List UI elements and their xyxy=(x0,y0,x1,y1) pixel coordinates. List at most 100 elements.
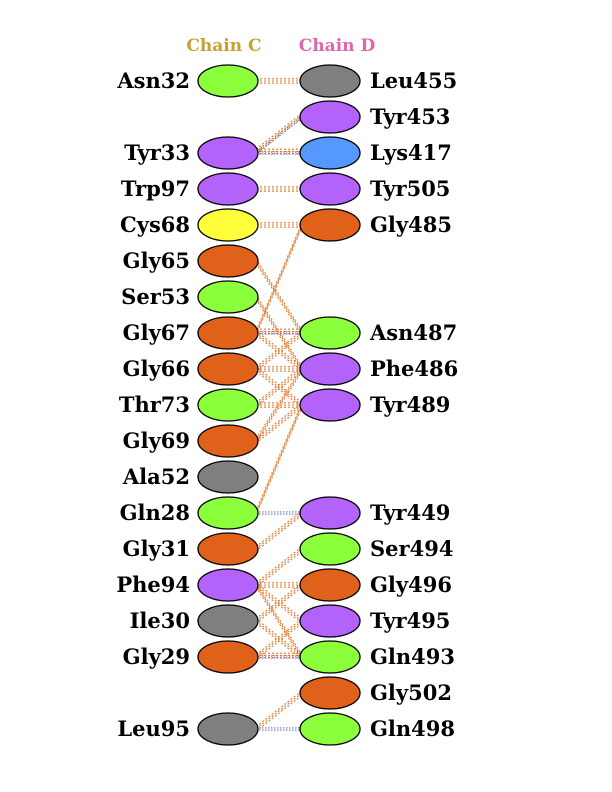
interaction-strand xyxy=(255,512,303,550)
interaction-strand xyxy=(255,584,303,658)
interaction-tyr33-tyr453-contact xyxy=(255,112,303,155)
residue-label-tyr495: Tyr495 xyxy=(370,608,450,633)
interaction-phe94-ser494-contact xyxy=(255,546,303,588)
residue-node-asn32 xyxy=(197,64,259,98)
interaction-leu95-gln498-hbond xyxy=(256,727,302,731)
residue-label-tyr453: Tyr453 xyxy=(370,104,450,129)
interaction-gln28-tyr489-contact xyxy=(255,402,303,516)
interaction-strand xyxy=(255,222,303,332)
residue-node-gly31 xyxy=(197,532,259,566)
interaction-strand xyxy=(255,406,303,444)
interaction-thr73-tyr489-contact xyxy=(256,402,302,408)
interaction-trp97-tyr505-contact xyxy=(256,186,302,192)
residue-label-gly69: Gly69 xyxy=(123,428,190,453)
interaction-strand xyxy=(255,366,303,440)
interaction-strand xyxy=(255,582,303,620)
residue-node-tyr33 xyxy=(197,136,259,170)
interaction-strand xyxy=(255,690,303,728)
interaction-asn32-leu455-contact xyxy=(256,78,302,84)
residue-node-tyr453 xyxy=(299,100,361,134)
residue-label-phe486: Phe486 xyxy=(370,356,458,381)
interaction-phe94-gly496-contact xyxy=(256,582,302,588)
interaction-strand xyxy=(255,330,303,368)
interaction-strand xyxy=(255,368,303,442)
chain-d-residues: Leu455Tyr453Lys417Tyr505Gly485Asn487Phe4… xyxy=(299,64,458,746)
interaction-strand xyxy=(255,112,303,150)
residue-label-ser53: Ser53 xyxy=(121,284,190,309)
residue-label-cys68: Cys68 xyxy=(120,212,190,237)
residue-label-gly66: Gly66 xyxy=(123,356,190,381)
residue-node-ser53 xyxy=(197,280,259,314)
interaction-strand xyxy=(255,298,303,372)
residue-label-gln28: Gln28 xyxy=(120,500,190,525)
interaction-gln28-tyr449-hbond xyxy=(256,511,302,515)
residue-label-phe94: Phe94 xyxy=(116,572,190,597)
residue-node-gly67 xyxy=(197,316,259,350)
residue-label-gly67: Gly67 xyxy=(123,320,190,345)
chain-c-residues: Asn32Tyr33Trp97Cys68Gly65Ser53Gly67Gly66… xyxy=(116,64,259,746)
residue-label-thr73: Thr73 xyxy=(119,392,190,417)
interaction-phe94-gln493-contact xyxy=(255,582,303,660)
residue-node-gly502 xyxy=(299,676,361,710)
interaction-strand xyxy=(255,402,303,512)
residue-label-leu95: Leu95 xyxy=(117,716,190,741)
interaction-gly67-asn487-hbond xyxy=(256,331,302,335)
residue-node-lys417 xyxy=(299,136,361,170)
residue-label-trp97: Trp97 xyxy=(121,176,190,201)
interaction-thr73-phe486-contact xyxy=(255,366,303,408)
interaction-strand xyxy=(255,546,303,584)
interaction-strand xyxy=(255,117,303,155)
interaction-strand xyxy=(255,368,303,406)
residue-label-ile30: Ile30 xyxy=(130,608,190,633)
interaction-gly31-tyr449-contact xyxy=(255,510,303,552)
residue-label-tyr449: Tyr449 xyxy=(370,500,450,525)
residue-node-phe486 xyxy=(299,352,361,386)
interaction-strand xyxy=(255,294,303,368)
interaction-gly66-phe486-contact xyxy=(256,366,302,372)
interaction-strand xyxy=(255,618,303,656)
interaction-strand xyxy=(255,114,303,152)
interaction-strand xyxy=(255,694,303,732)
residue-node-gly496 xyxy=(299,568,361,602)
interaction-gly29-tyr495-contact xyxy=(255,618,303,660)
residue-label-lys417: Lys417 xyxy=(370,140,452,165)
residue-node-ser494 xyxy=(299,532,361,566)
interaction-strand xyxy=(255,296,303,370)
residue-node-gln28 xyxy=(197,496,259,530)
residue-label-gly502: Gly502 xyxy=(370,680,452,705)
residue-node-cys68 xyxy=(197,208,259,242)
residue-label-gly31: Gly31 xyxy=(123,536,190,561)
interaction-strand xyxy=(255,406,303,516)
interaction-strand xyxy=(255,370,303,408)
residue-label-asn32: Asn32 xyxy=(116,68,190,93)
residue-node-gly65 xyxy=(197,244,259,278)
interaction-strand xyxy=(255,404,303,514)
residue-node-gly69 xyxy=(197,424,259,458)
residue-node-tyr489 xyxy=(299,388,361,422)
residue-node-tyr505 xyxy=(299,172,361,206)
residue-node-leu95 xyxy=(197,712,259,746)
interaction-strand xyxy=(255,404,303,442)
residue-node-leu455 xyxy=(299,64,361,98)
interaction-gly29-gln493-hbond xyxy=(256,655,302,659)
interaction-strand xyxy=(255,262,303,336)
residue-label-gly29: Gly29 xyxy=(123,644,190,669)
interaction-strand xyxy=(255,366,303,404)
interaction-strand xyxy=(255,582,303,656)
interaction-strand xyxy=(255,260,303,334)
residue-label-gly485: Gly485 xyxy=(370,212,452,237)
residue-node-tyr449 xyxy=(299,496,361,530)
residue-label-gln493: Gln493 xyxy=(370,644,455,669)
residue-node-trp97 xyxy=(197,172,259,206)
interaction-strand xyxy=(255,332,303,370)
interaction-strand xyxy=(255,692,303,730)
residue-label-asn487: Asn487 xyxy=(369,320,457,345)
interaction-strand xyxy=(255,510,303,548)
residue-label-ser494: Ser494 xyxy=(370,536,453,561)
residue-node-ile30 xyxy=(197,604,259,638)
interaction-strand xyxy=(255,226,303,336)
residue-node-asn487 xyxy=(299,316,361,350)
interaction-ile30-gly496-contact xyxy=(255,582,303,624)
residue-label-gly496: Gly496 xyxy=(370,572,452,597)
